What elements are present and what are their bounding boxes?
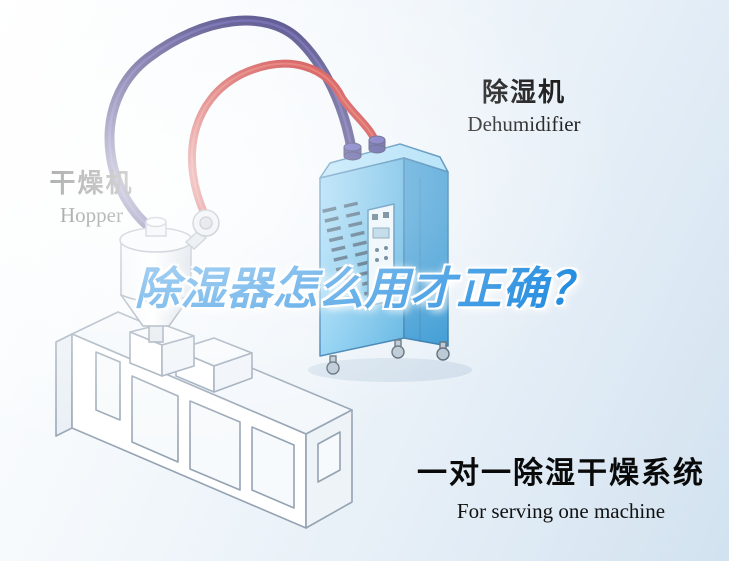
- hopper-label: 干燥机 Hopper: [34, 163, 149, 228]
- hopper-label-en: Hopper: [60, 203, 123, 227]
- system-label-cn: 一对一除湿干燥系统: [417, 457, 705, 490]
- hopper-illustration: [119, 216, 208, 343]
- blower-illustration: [192, 209, 220, 237]
- system-label-en: For serving one machine: [456, 499, 666, 523]
- hoses: [104, 15, 381, 237]
- dehumidifier-label-en: Dehumidifier: [467, 112, 581, 136]
- control-panel: [367, 203, 395, 307]
- dehumidifier-label-cn: 除湿机: [481, 77, 566, 107]
- caster-wheels: [326, 339, 450, 375]
- system-label: 一对一除湿干燥系统 For serving one machine: [417, 448, 705, 524]
- hopper-label-cn: 干燥机: [49, 168, 134, 198]
- dehumidifier-illustration: [319, 143, 450, 375]
- hose-fittings: [343, 135, 386, 161]
- dehumidifier-shadow: [308, 358, 472, 382]
- dehumidifier-label: 除湿机 Dehumidifier: [448, 72, 600, 137]
- vent-grid: [322, 201, 379, 301]
- main-title: 除湿器怎么用才正确？: [134, 263, 595, 314]
- hose-red-highlight: [190, 62, 378, 216]
- extruder-illustration: [55, 311, 353, 529]
